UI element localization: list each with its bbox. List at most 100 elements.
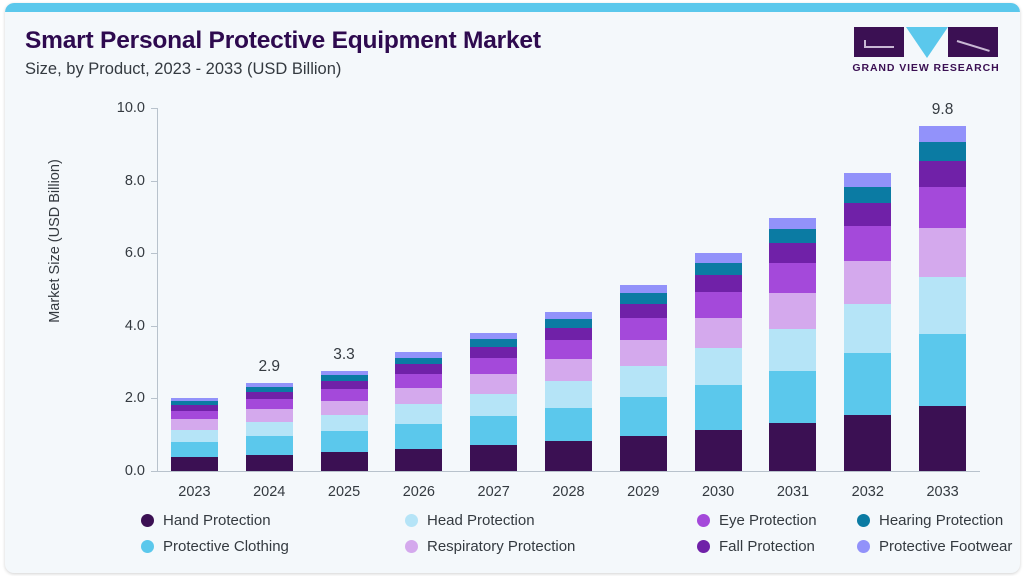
bar-segment-respiratory-protection[interactable] bbox=[320, 400, 368, 415]
bar-segment-respiratory-protection[interactable] bbox=[395, 387, 443, 405]
bar-segment-eye-protection[interactable] bbox=[694, 291, 742, 318]
bar-segment-hand-protection[interactable] bbox=[769, 423, 817, 471]
bar-2032[interactable] bbox=[844, 173, 892, 471]
bar-segment-protective-footwear[interactable] bbox=[769, 217, 817, 229]
legend-item-head-protection[interactable]: Head Protection bbox=[405, 512, 535, 529]
bar-segment-head-protection[interactable] bbox=[844, 303, 892, 354]
bar-segment-protective-clothing[interactable] bbox=[320, 431, 368, 453]
legend-item-fall-protection[interactable]: Fall Protection bbox=[697, 538, 815, 555]
bar-segment-fall-protection[interactable] bbox=[619, 303, 667, 318]
bar-segment-fall-protection[interactable] bbox=[919, 160, 967, 188]
bar-segment-protective-clothing[interactable] bbox=[395, 424, 443, 449]
bar-segment-protective-clothing[interactable] bbox=[470, 416, 518, 446]
bar-segment-protective-clothing[interactable] bbox=[545, 407, 592, 441]
bar-2024[interactable] bbox=[245, 383, 293, 471]
bar-segment-hand-protection[interactable] bbox=[919, 406, 967, 471]
bar-segment-protective-clothing[interactable] bbox=[245, 436, 293, 455]
bar-segment-fall-protection[interactable] bbox=[245, 392, 293, 399]
bar-segment-eye-protection[interactable] bbox=[470, 357, 518, 374]
bar-segment-eye-protection[interactable] bbox=[619, 317, 667, 340]
bar-2031[interactable] bbox=[769, 217, 817, 471]
bar-segment-eye-protection[interactable] bbox=[170, 410, 218, 420]
bar-segment-fall-protection[interactable] bbox=[769, 243, 817, 263]
legend-item-eye-protection[interactable]: Eye Protection bbox=[697, 512, 817, 529]
bar-segment-hearing-protection[interactable] bbox=[694, 262, 742, 276]
bar-segment-protective-footwear[interactable] bbox=[694, 253, 742, 263]
legend-item-hearing-protection[interactable]: Hearing Protection bbox=[857, 512, 1003, 529]
bar-segment-head-protection[interactable] bbox=[769, 328, 817, 371]
bar-segment-head-protection[interactable] bbox=[320, 414, 368, 432]
bar-segment-respiratory-protection[interactable] bbox=[919, 228, 967, 278]
bar-segment-hearing-protection[interactable] bbox=[619, 293, 667, 304]
bar-segment-protective-footwear[interactable] bbox=[320, 371, 368, 376]
bar-segment-respiratory-protection[interactable] bbox=[844, 261, 892, 304]
bar-segment-head-protection[interactable] bbox=[470, 393, 518, 417]
bar-segment-protective-footwear[interactable] bbox=[245, 383, 293, 387]
bar-segment-eye-protection[interactable] bbox=[545, 339, 592, 359]
bar-segment-hand-protection[interactable] bbox=[545, 440, 592, 471]
bar-segment-eye-protection[interactable] bbox=[320, 388, 368, 401]
bar-segment-eye-protection[interactable] bbox=[844, 226, 892, 262]
bar-segment-respiratory-protection[interactable] bbox=[694, 317, 742, 349]
bar-segment-head-protection[interactable] bbox=[919, 277, 967, 335]
bar-segment-fall-protection[interactable] bbox=[170, 405, 218, 411]
bar-segment-head-protection[interactable] bbox=[395, 404, 443, 425]
legend-item-protective-clothing[interactable]: Protective Clothing bbox=[141, 538, 289, 555]
bar-segment-protective-clothing[interactable] bbox=[769, 370, 817, 424]
bar-segment-fall-protection[interactable] bbox=[395, 364, 443, 374]
bar-segment-hearing-protection[interactable] bbox=[470, 339, 518, 347]
bar-segment-head-protection[interactable] bbox=[619, 366, 667, 398]
bar-segment-protective-footwear[interactable] bbox=[395, 352, 443, 358]
bar-2029[interactable] bbox=[619, 284, 667, 471]
bar-segment-hearing-protection[interactable] bbox=[769, 228, 817, 244]
bar-segment-protective-clothing[interactable] bbox=[844, 353, 892, 416]
bar-segment-hearing-protection[interactable] bbox=[170, 400, 218, 406]
bar-segment-protective-footwear[interactable] bbox=[545, 311, 592, 319]
bar-segment-fall-protection[interactable] bbox=[470, 346, 518, 358]
bar-segment-protective-clothing[interactable] bbox=[170, 441, 218, 458]
bar-segment-fall-protection[interactable] bbox=[694, 275, 742, 292]
bar-segment-hand-protection[interactable] bbox=[619, 435, 667, 471]
bar-segment-fall-protection[interactable] bbox=[545, 327, 592, 340]
bar-segment-head-protection[interactable] bbox=[694, 348, 742, 385]
bar-segment-protective-footwear[interactable] bbox=[844, 173, 892, 187]
bar-segment-hearing-protection[interactable] bbox=[919, 141, 967, 161]
bar-2026[interactable] bbox=[395, 352, 443, 471]
bar-segment-hearing-protection[interactable] bbox=[395, 357, 443, 365]
bar-segment-fall-protection[interactable] bbox=[844, 203, 892, 227]
bar-segment-respiratory-protection[interactable] bbox=[245, 409, 293, 422]
bar-segment-protective-clothing[interactable] bbox=[694, 384, 742, 430]
bar-segment-head-protection[interactable] bbox=[170, 429, 218, 442]
bar-segment-head-protection[interactable] bbox=[545, 381, 592, 408]
bar-2027[interactable] bbox=[470, 333, 518, 471]
bar-2023[interactable] bbox=[170, 397, 218, 471]
bar-segment-head-protection[interactable] bbox=[245, 421, 293, 437]
bar-segment-eye-protection[interactable] bbox=[769, 262, 817, 293]
bar-segment-hand-protection[interactable] bbox=[470, 445, 518, 471]
bar-segment-respiratory-protection[interactable] bbox=[170, 419, 218, 430]
legend-item-respiratory-protection[interactable]: Respiratory Protection bbox=[405, 538, 575, 555]
bar-2033[interactable] bbox=[919, 126, 967, 471]
bar-segment-hearing-protection[interactable] bbox=[245, 387, 293, 393]
bar-segment-eye-protection[interactable] bbox=[395, 373, 443, 388]
bar-segment-protective-footwear[interactable] bbox=[619, 284, 667, 294]
bar-segment-hand-protection[interactable] bbox=[170, 457, 218, 471]
bar-segment-respiratory-protection[interactable] bbox=[769, 292, 817, 329]
bar-2030[interactable] bbox=[694, 253, 742, 471]
bar-segment-protective-clothing[interactable] bbox=[919, 334, 967, 407]
legend-item-hand-protection[interactable]: Hand Protection bbox=[141, 512, 271, 529]
bar-segment-eye-protection[interactable] bbox=[919, 187, 967, 229]
bar-segment-protective-footwear[interactable] bbox=[470, 333, 518, 340]
bar-segment-hand-protection[interactable] bbox=[844, 415, 892, 471]
bar-2025[interactable] bbox=[320, 371, 368, 471]
bar-segment-hand-protection[interactable] bbox=[395, 448, 443, 471]
bar-segment-protective-clothing[interactable] bbox=[619, 397, 667, 436]
bar-segment-fall-protection[interactable] bbox=[320, 381, 368, 389]
bar-segment-protective-footwear[interactable] bbox=[919, 126, 967, 142]
bar-segment-hearing-protection[interactable] bbox=[844, 186, 892, 204]
bar-segment-respiratory-protection[interactable] bbox=[470, 373, 518, 394]
bar-segment-hearing-protection[interactable] bbox=[320, 375, 368, 382]
bar-segment-hand-protection[interactable] bbox=[245, 454, 293, 471]
bar-segment-hand-protection[interactable] bbox=[320, 452, 368, 471]
bar-segment-respiratory-protection[interactable] bbox=[619, 339, 667, 367]
